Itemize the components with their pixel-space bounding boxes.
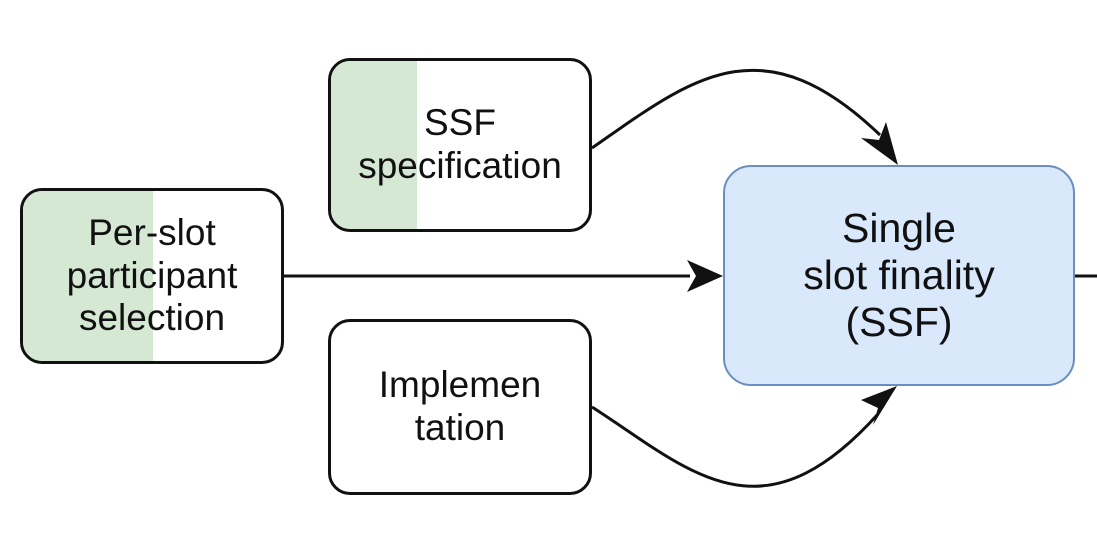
node-label: Single slot finality (SSF) — [803, 204, 995, 346]
node-ssf-specification: SSF specification — [328, 58, 592, 232]
edge-impl-to-ssf — [591, 405, 880, 488]
node-label: Implemen tation — [378, 364, 542, 448]
node-label: SSF specification — [358, 102, 562, 186]
edge-ssf-spec-to-ssf — [591, 68, 882, 150]
arrowhead-impl-to-ssf — [861, 386, 897, 425]
arrowhead-ssf-spec-to-ssf — [861, 122, 898, 165]
node-implementation: Implemen tation — [328, 319, 592, 495]
progress-fill — [331, 61, 417, 229]
node-label: Per-slot participant selection — [66, 212, 238, 339]
arrowhead-per-slot-to-ssf — [687, 260, 723, 292]
node-single-slot-finality: Single slot finality (SSF) — [723, 165, 1075, 386]
node-per-slot-participant-selection: Per-slot participant selection — [20, 188, 284, 364]
progress-fill — [23, 191, 153, 361]
